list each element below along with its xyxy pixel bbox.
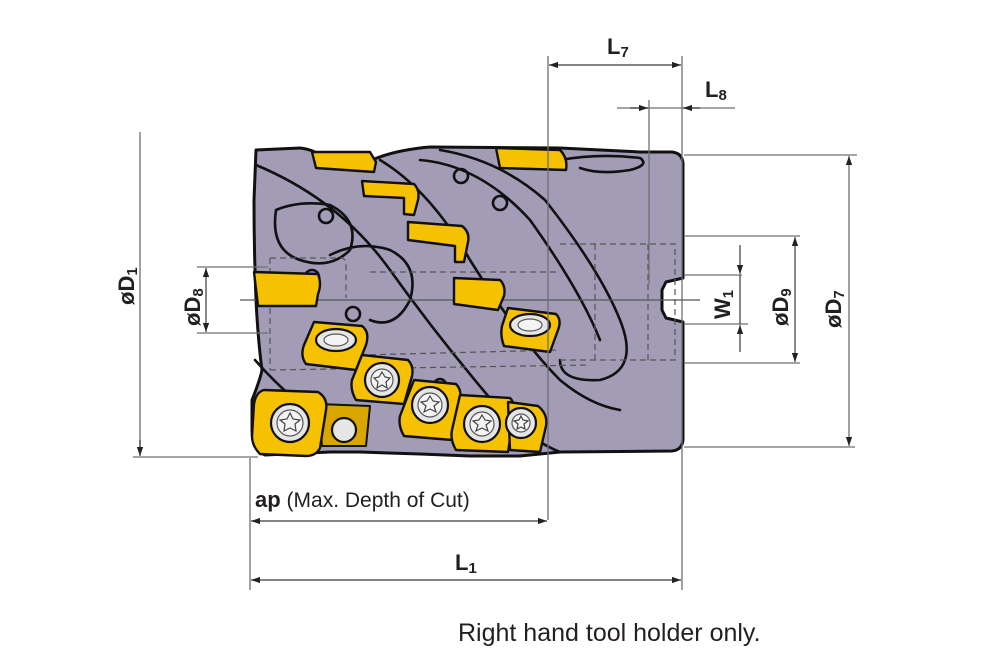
label-D7: øD7 (821, 290, 848, 328)
flute-edge-8 (328, 244, 414, 324)
insert-top-4 (452, 276, 506, 312)
insert-screwed-1 (301, 320, 369, 372)
label-L8: L8 (705, 77, 727, 104)
dimension-D1: øD1 (114, 132, 258, 458)
flute-edge-5 (418, 158, 602, 342)
dimension-D8: øD8 (180, 266, 268, 334)
dimension-D7: øD7 (684, 154, 857, 448)
insert-top-3 (406, 220, 470, 264)
label-L1: L1 (455, 550, 477, 577)
dimension-D9: øD9 (684, 235, 800, 364)
dimension-L1: L1 (251, 550, 681, 584)
dimension-L8: L8 (617, 77, 735, 284)
label-W1: W1 (710, 290, 737, 319)
inserts (250, 146, 568, 458)
flute-edge-4 (438, 148, 628, 382)
footnote-right-hand-only: Right hand tool holder only. (458, 619, 761, 647)
insert-screwed-4 (398, 378, 462, 442)
flute-edge-7 (273, 202, 354, 265)
label-L7: L7 (607, 34, 629, 61)
label-D9: øD9 (768, 288, 795, 326)
insert-top-5 (494, 146, 568, 172)
insert-top-6 (252, 270, 322, 308)
flute-edge-6 (558, 154, 645, 174)
label-D1: øD1 (114, 267, 141, 305)
insert-screwed-5 (450, 393, 516, 454)
dimension-W1: W1 (684, 245, 748, 352)
insert-screwed-6 (504, 400, 548, 454)
label-ap: ap (Max. Depth of Cut) (255, 487, 470, 512)
hidden-bore-lines (269, 243, 676, 371)
insert-screwed-2 (500, 306, 561, 354)
dimension-L7: L7 (547, 34, 683, 590)
insert-top-2 (360, 179, 420, 217)
label-D8: øD8 (180, 288, 207, 326)
insert-screwed-7 (250, 388, 371, 458)
dimension-ap: ap (Max. Depth of Cut) (249, 458, 547, 590)
insert-screwed-3 (350, 353, 414, 406)
insert-top-1 (310, 150, 378, 174)
